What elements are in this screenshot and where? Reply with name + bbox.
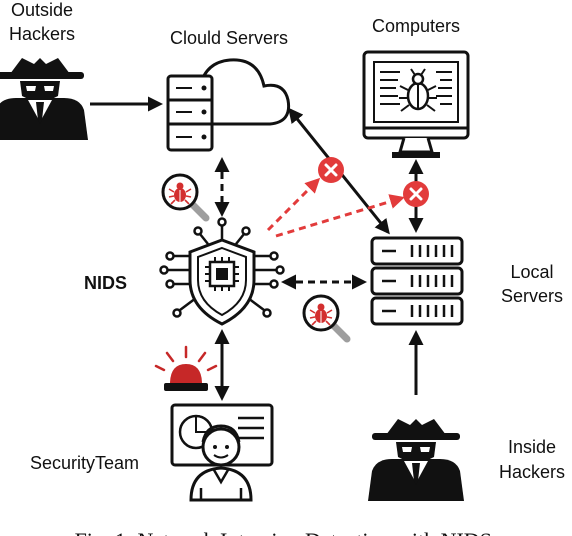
computer-bug-icon <box>362 50 470 158</box>
inside-hacker-icon <box>368 419 464 501</box>
security-team-icon <box>170 403 274 502</box>
outside-hacker-icon <box>0 58 88 140</box>
blocked-x-icon-cloud <box>316 155 346 185</box>
red-arrow-nids-to-computers-link <box>275 194 405 238</box>
computers-label: Computers <box>372 16 460 36</box>
security-team-label: SecurityTeam <box>30 453 139 473</box>
cloud-servers-icon <box>166 58 291 152</box>
local-servers-icon <box>370 236 464 326</box>
figure-caption: Fig. 1: Network Intrusion Detection with… <box>75 528 498 536</box>
inside-hackers-label: Inside Hackers <box>499 437 565 482</box>
local-servers-label-line2: Servers <box>501 286 563 306</box>
inside-hackers-label-line1: Inside <box>508 437 556 457</box>
nids-label: NIDS <box>84 273 127 293</box>
outside-hackers-label-line1: Outside <box>11 0 73 20</box>
blocked-x-icon-computers <box>401 179 431 209</box>
outside-hackers-label: Outside Hackers <box>9 0 75 44</box>
bug-magnifier-icon-top <box>163 175 206 218</box>
nids-shield-chip-icon <box>159 217 285 326</box>
bug-magnifier-icon-middle <box>304 296 347 339</box>
local-servers-label: Local Servers <box>501 262 563 306</box>
siren-icon <box>154 345 218 391</box>
outside-hackers-label-line2: Hackers <box>9 24 75 44</box>
local-servers-label-line1: Local <box>510 262 553 282</box>
cloud-icon <box>198 58 291 126</box>
red-arrow-nids-to-cloud-link <box>266 177 321 232</box>
inside-hackers-label-line2: Hackers <box>499 462 565 482</box>
server-rack-icon <box>166 74 214 152</box>
cloud-servers-label: Clould Servers <box>170 28 288 48</box>
